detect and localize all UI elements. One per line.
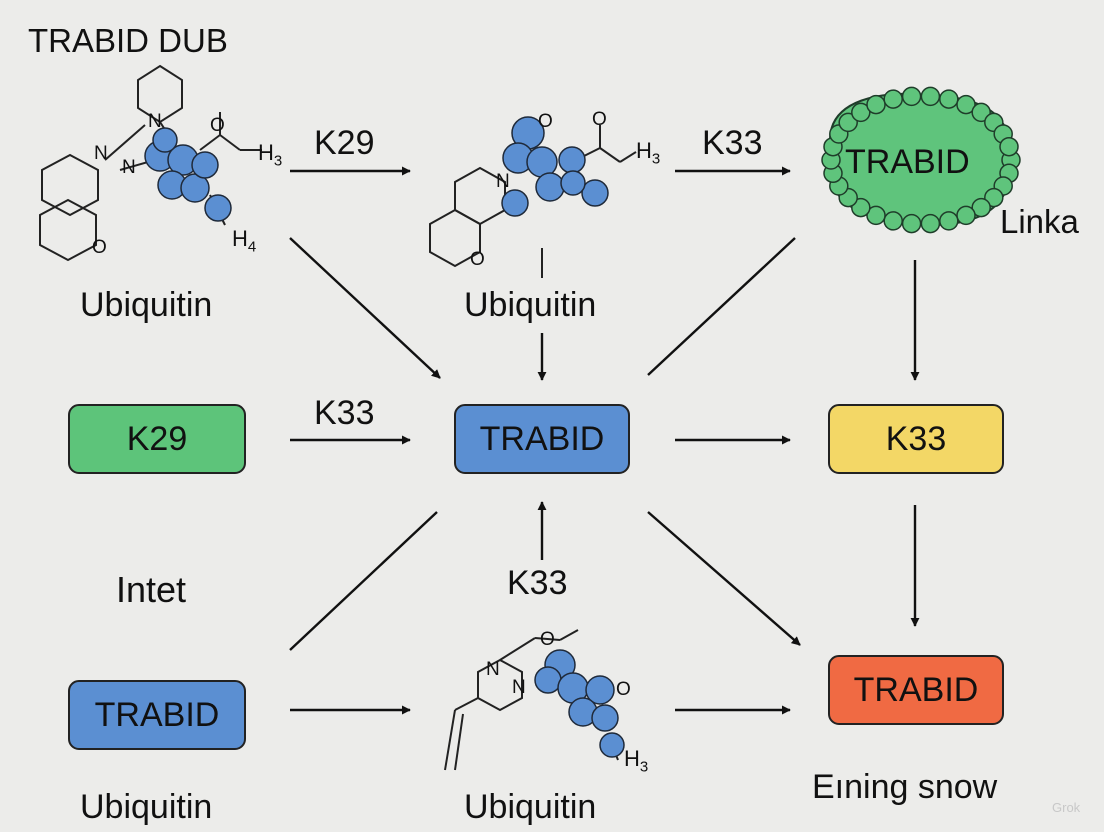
cluster-bead bbox=[838, 112, 858, 133]
cluster-bead bbox=[866, 94, 886, 115]
node-bottom-left-trabid: TRABID bbox=[68, 680, 246, 750]
node-k29: K29 bbox=[68, 404, 246, 474]
cluster-bead bbox=[956, 205, 976, 226]
h-symbol-2: H bbox=[232, 226, 248, 251]
atoms-top-middle bbox=[501, 116, 609, 217]
diagram-title: TRABID DUB bbox=[28, 22, 228, 59]
side-label-linka: Linka bbox=[1000, 203, 1079, 240]
edge-label-k33-top: K33 bbox=[702, 124, 763, 162]
arrow-topleft-to-center bbox=[289, 237, 441, 379]
atom-h3-2: H3 bbox=[636, 138, 661, 168]
atom-n-3: N bbox=[148, 111, 162, 132]
cluster-bead bbox=[901, 213, 922, 234]
cluster-bead bbox=[956, 94, 976, 115]
cluster-bead bbox=[999, 136, 1019, 157]
edge-label-k33-left: K33 bbox=[314, 394, 375, 432]
atom-o-1: O bbox=[92, 237, 107, 258]
h-subscript-2: 4 bbox=[247, 238, 257, 256]
h-subscript-1: 3 bbox=[273, 152, 283, 170]
watermark: Grok bbox=[1052, 800, 1081, 815]
cluster-bead bbox=[971, 197, 991, 218]
edge-label-k29: K29 bbox=[314, 124, 375, 162]
cluster-bead bbox=[939, 89, 959, 109]
cluster-bead bbox=[939, 211, 959, 231]
h-symbol-3: H bbox=[636, 138, 652, 163]
cluster-bead bbox=[920, 213, 941, 234]
atom-h4: H4 bbox=[232, 226, 257, 256]
arrows bbox=[289, 166, 920, 715]
node-bottom-right-trabid: TRABID bbox=[828, 655, 1004, 725]
molecule-label-bottom-middle: Ubiquitin bbox=[464, 788, 597, 826]
atom-o-4: O bbox=[538, 111, 553, 132]
arrow-center-to-bottomright bbox=[647, 511, 801, 646]
cluster-label: TRABID bbox=[845, 143, 970, 181]
cluster-beads bbox=[821, 86, 1021, 234]
atom-h3-1: H3 bbox=[258, 140, 283, 170]
atom-n-5: N bbox=[486, 659, 500, 680]
atom-n-1: N bbox=[94, 143, 108, 164]
h-subscript-3: 3 bbox=[651, 150, 661, 168]
cluster-bead bbox=[851, 197, 871, 218]
cluster-bead bbox=[866, 205, 886, 226]
line-center-to-topright bbox=[647, 237, 796, 376]
atom-n-6: N bbox=[512, 677, 526, 698]
molecule-label-top-left: Ubiquitin bbox=[80, 286, 213, 324]
atom-o-7: O bbox=[616, 679, 631, 700]
atom-o-5: O bbox=[592, 109, 607, 130]
node-center-trabid: TRABID bbox=[454, 404, 630, 474]
node-k33: K33 bbox=[828, 404, 1004, 474]
atom-n-4: N bbox=[496, 171, 510, 192]
cluster-bead bbox=[920, 86, 941, 107]
atom-h3-3: H3 bbox=[624, 746, 649, 776]
atoms-bottom-middle bbox=[534, 649, 625, 758]
molecule-label-bottom-left: Ubiquitin bbox=[80, 788, 213, 826]
cluster-bead bbox=[901, 86, 922, 107]
atoms-top-left bbox=[144, 127, 232, 222]
line-center-to-bottomleft bbox=[289, 511, 438, 651]
cluster-bead bbox=[851, 102, 871, 123]
molecule-label-top-middle: Ubiquitin bbox=[464, 286, 597, 324]
molecule-top-middle bbox=[429, 125, 637, 278]
atom-o-2: O bbox=[210, 115, 225, 136]
atom-n-2: N bbox=[122, 157, 136, 178]
atom-o-3: O bbox=[470, 249, 485, 270]
h-subscript-4: 3 bbox=[639, 758, 649, 776]
h-symbol-4: H bbox=[624, 746, 640, 771]
edge-label-k33-bottom: K33 bbox=[507, 564, 568, 602]
h-symbol-1: H bbox=[258, 140, 274, 165]
cluster-bead bbox=[971, 102, 991, 123]
cluster-bead bbox=[883, 89, 903, 109]
cluster-bead bbox=[883, 211, 903, 231]
cluster-bead bbox=[984, 187, 1004, 208]
side-label-intet: Intet bbox=[116, 569, 187, 610]
side-label-ending: Eıning snow bbox=[812, 768, 998, 806]
atom-o-6: O bbox=[540, 629, 555, 650]
